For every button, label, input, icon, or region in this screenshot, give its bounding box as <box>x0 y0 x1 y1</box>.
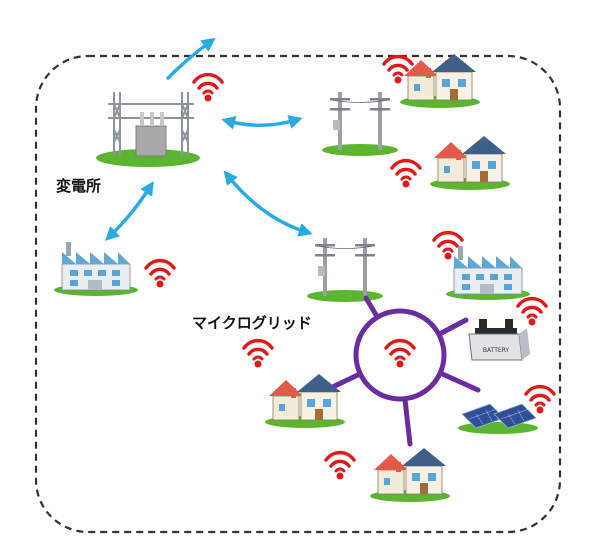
area-boundary <box>34 54 562 534</box>
arrow-substation-factory <box>104 181 154 241</box>
factory-icon <box>53 241 139 297</box>
arrow-outbound <box>166 37 216 80</box>
wireless-signal-icon <box>192 72 224 104</box>
power-flow-arrows <box>104 37 313 241</box>
microgrid-label: マイクログリッド <box>192 314 312 332</box>
arrow-substation-pole-top <box>221 115 303 130</box>
substation-icon <box>96 92 200 167</box>
wireless-signal-icon <box>242 338 274 370</box>
utility-pole-icon <box>306 237 384 303</box>
utility-pole-icon <box>321 91 399 157</box>
house-icon <box>429 135 511 191</box>
house-icon <box>264 373 346 429</box>
battery-label: BATTERY <box>483 347 510 354</box>
wireless-signal-icon <box>144 258 176 290</box>
arrow-substation-pole-mid <box>223 170 313 237</box>
house-icon <box>369 447 451 503</box>
wireless-signal-icon <box>324 450 356 482</box>
wireless-signal-icon <box>524 384 556 416</box>
battery-icon: BATTERY <box>468 319 530 361</box>
wireless-signal-icon <box>516 296 548 328</box>
solar-panel-icon <box>458 403 538 434</box>
factory-icon <box>445 245 531 301</box>
wireless-signal-icon <box>432 230 464 262</box>
microgrid-ring <box>319 295 481 447</box>
substation-label: 変電所 <box>56 177 102 195</box>
wireless-signal-icon <box>390 158 422 190</box>
